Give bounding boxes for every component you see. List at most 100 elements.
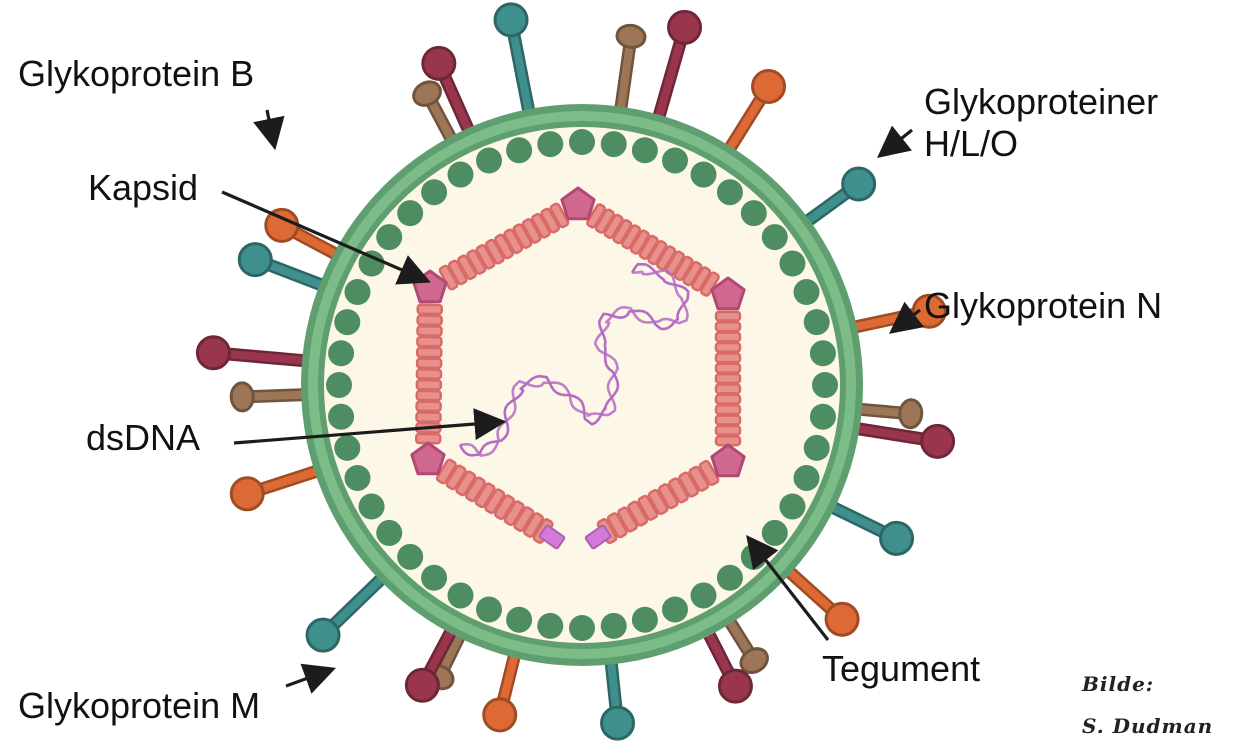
capsomer — [594, 208, 615, 234]
capsomer — [586, 203, 607, 229]
label-tegument: Tegument — [822, 648, 981, 689]
tegument-protein — [761, 224, 788, 251]
capsid-vertex — [710, 276, 746, 311]
tegument-protein — [447, 161, 474, 188]
tegument-protein — [812, 372, 838, 398]
viral-interior — [324, 127, 840, 643]
capsomer — [494, 233, 514, 260]
tegument-protein — [397, 200, 424, 227]
capsomer — [523, 512, 544, 538]
capsomer — [714, 362, 742, 374]
tegument-protein — [328, 403, 355, 430]
tegument-protein — [537, 612, 564, 639]
viral-envelope — [301, 104, 863, 666]
tegument-protein — [761, 519, 788, 546]
tegument-protein — [537, 131, 564, 158]
spike-head — [600, 705, 636, 741]
tegument-protein — [569, 129, 595, 155]
capsomer — [621, 224, 642, 250]
glycoprotein-spike-brown — [229, 381, 319, 413]
capsomer — [714, 383, 742, 395]
capsomer — [638, 234, 659, 261]
capsomer — [612, 218, 633, 245]
capsomer — [714, 414, 742, 426]
capsomer — [549, 202, 570, 229]
tegument-protein — [358, 250, 385, 277]
tegument-protein — [793, 279, 820, 306]
spike-head — [493, 2, 529, 38]
spike-head — [841, 166, 877, 202]
spike-head — [615, 23, 647, 49]
capsomer — [415, 368, 443, 380]
capsomer — [415, 378, 443, 391]
capsomer — [445, 464, 467, 491]
spike-head — [667, 9, 703, 45]
capsomer — [415, 411, 442, 423]
arrow-glykoprotein-b — [253, 109, 285, 151]
tegument-protein — [476, 596, 503, 623]
capsomer — [513, 506, 535, 532]
capsomer — [503, 228, 524, 255]
tegument-protein — [506, 606, 533, 633]
tegument-protein — [328, 340, 355, 367]
spike-head — [195, 335, 231, 371]
tegument-protein — [376, 519, 403, 546]
label-glykoprotein-n: Glykoprotein N — [924, 285, 1163, 326]
capsomer — [691, 266, 712, 292]
capsomer — [493, 494, 515, 521]
capsomer — [603, 213, 624, 239]
label-dsdna: dsDNA — [86, 417, 201, 458]
tegument-protein — [376, 224, 403, 251]
capsomer — [629, 229, 650, 255]
capsomer — [606, 512, 628, 539]
capsomer — [484, 488, 506, 515]
label-glykoproteiner-hlo-line1: Glykoproteiner — [924, 81, 1159, 122]
tegument-protein — [421, 564, 448, 591]
arrow-glykoproteiner-hlo — [877, 125, 913, 158]
spike-head — [920, 423, 956, 459]
tegument-protein — [661, 147, 688, 174]
glycoprotein-spike-crimson — [647, 9, 703, 140]
tegument-protein — [476, 147, 503, 174]
capsomer — [455, 470, 477, 497]
dna-strand-b — [459, 269, 689, 457]
annotation-arrows — [221, 109, 925, 694]
capsomer — [656, 245, 677, 271]
capsomer — [678, 471, 700, 498]
capsomer — [416, 303, 444, 316]
capsomer — [484, 238, 505, 265]
tegument-protein — [740, 200, 767, 227]
capsomer — [714, 341, 742, 353]
capsomer — [415, 400, 442, 413]
capsomer — [447, 259, 468, 286]
tegument-protein — [690, 161, 717, 188]
tegument-protein — [779, 493, 806, 520]
tegument-protein — [600, 131, 627, 158]
spike-head — [404, 667, 440, 703]
tegument-protein — [600, 612, 627, 639]
capsomer — [415, 389, 443, 402]
spike-head — [879, 520, 915, 556]
spike-head — [824, 601, 860, 637]
capsomer — [714, 310, 742, 322]
tegument-protein — [661, 596, 688, 623]
spike-head — [305, 617, 341, 653]
capsomer — [466, 249, 487, 275]
spike-head — [482, 697, 518, 733]
label-glykoprotein-m: Glykoprotein M — [18, 685, 261, 726]
tegument-protein — [344, 464, 371, 491]
image-credit-line2: S. Dudman — [1082, 714, 1214, 738]
spike-head — [898, 398, 924, 430]
capsomer — [464, 476, 486, 503]
capsomer — [512, 223, 533, 249]
tegument-protein — [690, 582, 717, 609]
spike-head — [421, 45, 457, 81]
label-glykoproteiner-hlo-line2: H/L/O — [924, 123, 1019, 164]
tegument-protein — [779, 250, 806, 277]
tegument-protein — [803, 309, 830, 336]
tegument-protein — [793, 464, 820, 491]
capsomer — [714, 320, 742, 333]
spike-head — [739, 647, 769, 675]
label-kapsid: Kapsid — [88, 167, 199, 208]
